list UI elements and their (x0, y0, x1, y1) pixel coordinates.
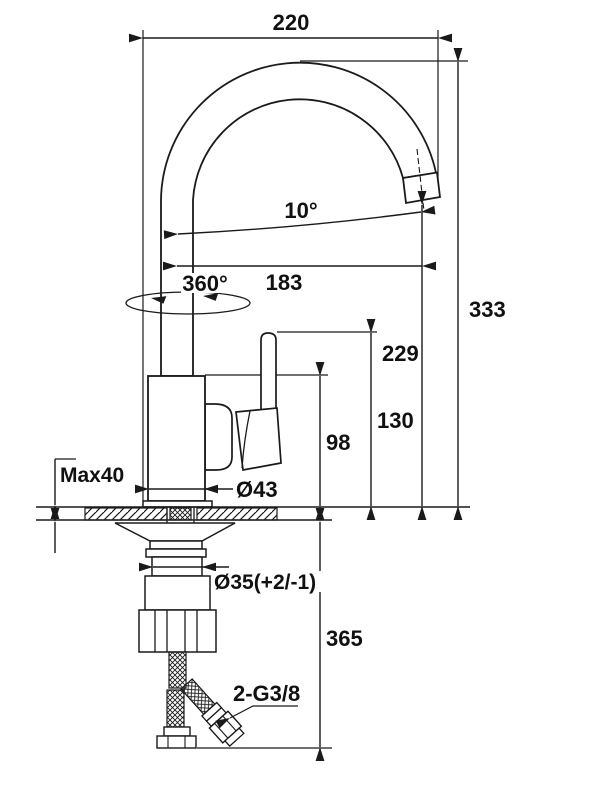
label-g38: 2-G3/8 (233, 681, 300, 706)
faucet-body (147, 375, 206, 502)
lever-handle-edge-line (241, 410, 251, 469)
nut-castellation-slots (154, 610, 198, 652)
flange-collar (149, 540, 203, 550)
label-max40: Max40 (60, 464, 124, 487)
label-dia35: Ø35(+2/-1) (214, 571, 316, 594)
mounting-nut-upper (144, 575, 211, 611)
supply-hoses (156, 651, 245, 749)
swivel-arrow-right-icon (203, 293, 219, 301)
halo-360 (181, 273, 230, 293)
faucet-body-group (142, 332, 282, 508)
swivel-arrow-left-icon (151, 296, 167, 304)
label-365: 365 (326, 626, 363, 651)
braided-hose-diagonal (180, 678, 245, 747)
braided-hose-upper (168, 651, 187, 689)
counter-slab-right (196, 507, 278, 521)
dimension-labels: 220 333 229 183 130 98 365 10° 360° Max4… (60, 10, 506, 706)
label-220: 220 (273, 10, 310, 35)
braided-hose-vertical (166, 689, 185, 728)
halo-dia35 (213, 571, 327, 592)
gasket-seal (169, 507, 192, 521)
lever-rod (260, 332, 277, 416)
handle-socket (204, 403, 233, 471)
dim-arc-10deg (163, 205, 436, 240)
hose-end-collar (163, 726, 191, 737)
label-229: 229 (382, 341, 419, 366)
label-10deg: 10° (284, 198, 317, 223)
label-dia43: Ø43 (236, 477, 278, 502)
base-escutcheon (142, 500, 213, 508)
label-183: 183 (266, 270, 303, 295)
label-333: 333 (469, 297, 506, 322)
spread-flange (114, 522, 236, 542)
leader-g38 (215, 705, 298, 729)
dimension-lines (50, 33, 463, 761)
label-98: 98 (326, 430, 350, 455)
mounting-nut-lower (138, 609, 217, 653)
mounting-washer (145, 548, 207, 558)
label-130: 130 (377, 408, 414, 433)
label-360deg: 360° (182, 271, 228, 296)
outlet-axis-dashed-line (416, 148, 425, 212)
countertop-group (36, 506, 470, 523)
hose-end-nut (156, 735, 197, 749)
spout-tube (160, 61, 438, 377)
counter-slab-left (84, 507, 168, 521)
